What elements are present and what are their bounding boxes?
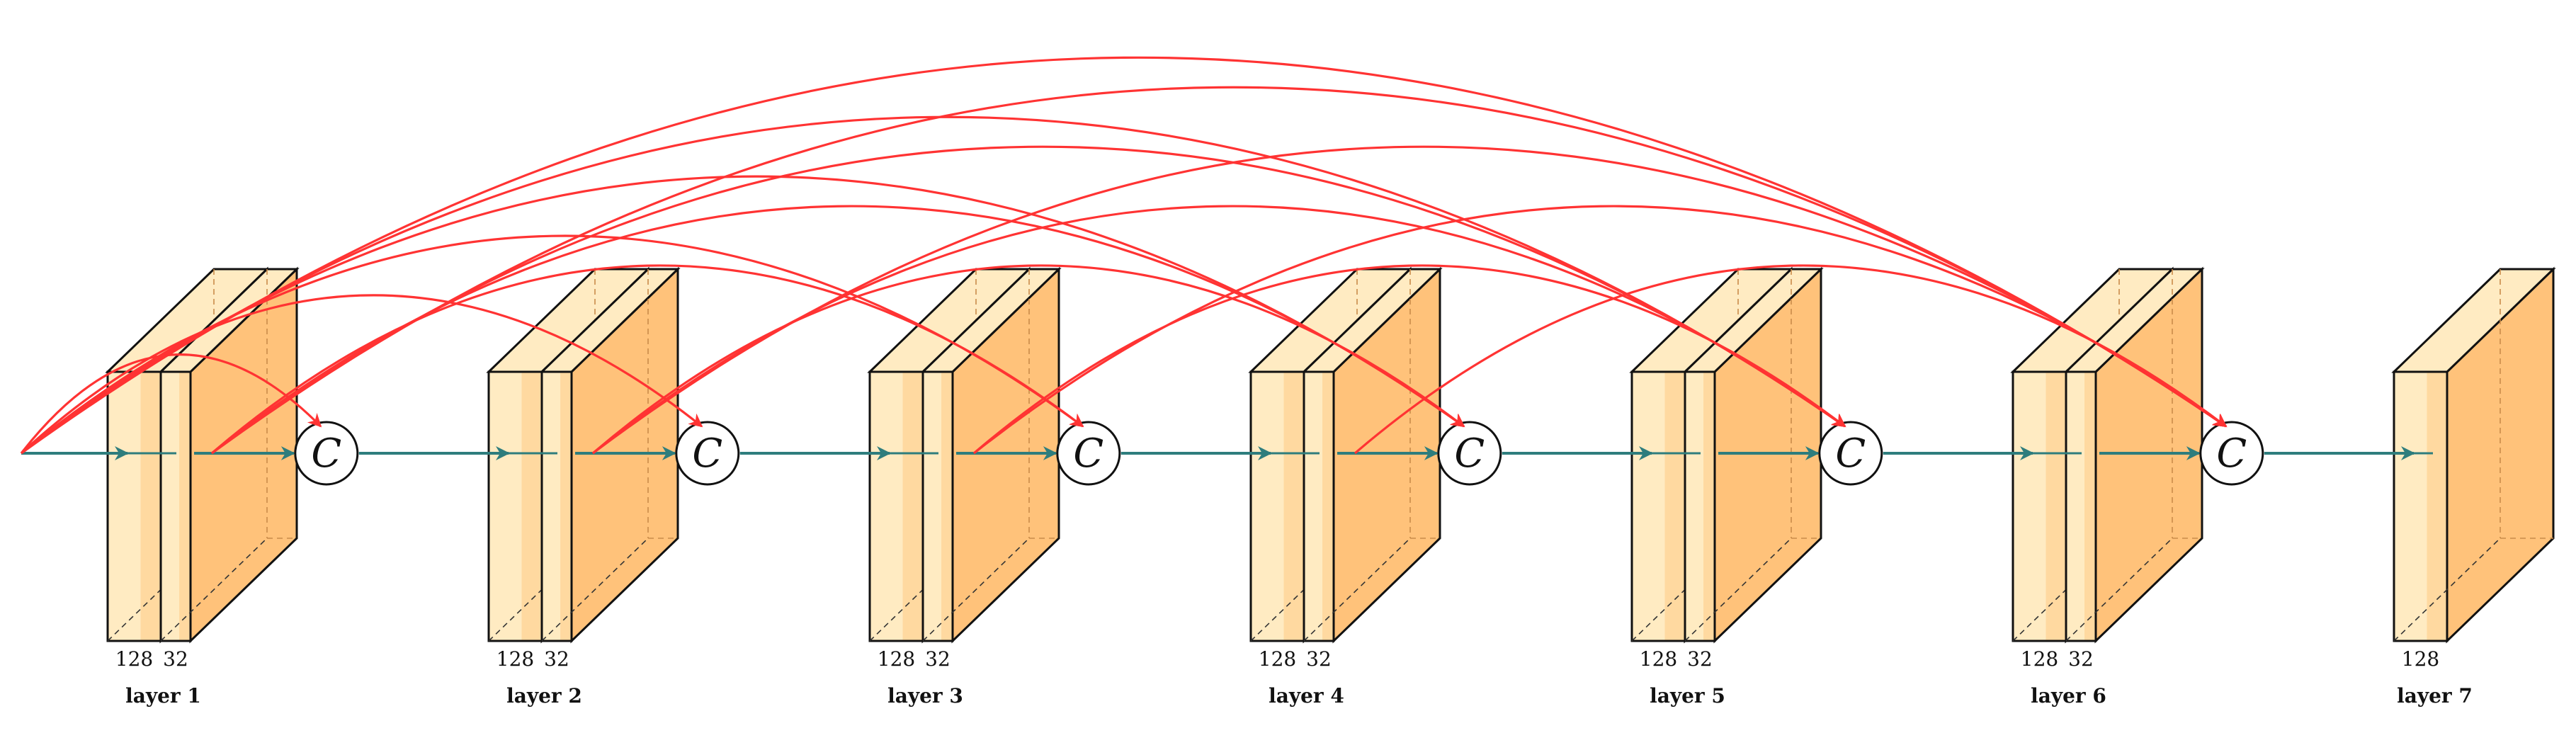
block-5-slab-2-front-band xyxy=(1703,372,1715,641)
concat-symbol-5: C xyxy=(1835,431,1866,477)
block-3-slab-2 xyxy=(920,266,1062,644)
skip-connections xyxy=(20,56,2228,455)
concat-node-5 xyxy=(1818,421,1883,486)
skip-connection-3-to-6 xyxy=(592,145,2228,455)
block-4-slab-2 xyxy=(1301,266,1443,644)
block-3-slab-2-front-band xyxy=(941,372,953,641)
block-5-slab-1-front-band xyxy=(1664,372,1685,641)
concat-symbol-6: C xyxy=(2216,431,2247,477)
block-1-slab-2-front-outline xyxy=(159,370,192,642)
skip-connection-3-to-4 xyxy=(591,264,1465,455)
block-1-slab-2-hidden-edge xyxy=(160,538,268,642)
block-1-slab-2 xyxy=(158,266,300,644)
concat-node-1 xyxy=(294,421,359,486)
skip-connection-1-to-6 xyxy=(21,56,2228,455)
block-5-slab-2-hidden-edge xyxy=(1684,538,1792,642)
block-6-slab-1-front-band xyxy=(2046,372,2066,641)
block-6-slab-2-hidden-edge xyxy=(2065,538,2173,642)
block-2-slab-2-hidden-edge xyxy=(541,538,649,642)
channel-label-6-2: 32 xyxy=(2068,647,2094,671)
skip-connection-2-to-3 xyxy=(210,264,1084,455)
block-4-slab-1-front-band xyxy=(1283,372,1304,641)
block-2-slab-1-front-band xyxy=(521,372,542,641)
concat-symbol-1: C xyxy=(311,431,341,477)
block-4-slab-2-hidden-edge xyxy=(1303,538,1411,642)
skip-connection-2-to-6 xyxy=(211,86,2228,455)
concat-symbol-4: C xyxy=(1454,431,1485,477)
channel-label-7-1: 128 xyxy=(2402,647,2439,671)
block-5-slab-2-front-outline xyxy=(1684,370,1716,642)
labels: 128 32 layer 1 128 32 layer 2 128 32 layer 3 128 3… xyxy=(115,647,2473,708)
block-4-slab-2-front-band xyxy=(1322,372,1334,641)
channel-label-2-2: 32 xyxy=(544,647,569,671)
skip-connection-5-to-6 xyxy=(1354,264,2228,455)
channel-label-6-1: 128 xyxy=(2021,647,2058,671)
concat-node-3 xyxy=(1056,421,1121,486)
skip-connection-1-to-1 xyxy=(20,353,322,454)
channel-label-4-2: 32 xyxy=(1306,647,1332,671)
channel-label-5-2: 32 xyxy=(1687,647,1713,671)
layer-blocks xyxy=(105,266,2556,644)
concat-symbol-3: C xyxy=(1073,431,1103,477)
block-3-slab-2-hidden-edge xyxy=(922,538,1030,642)
concat-node-2 xyxy=(675,421,740,486)
channel-label-1-1: 128 xyxy=(115,647,153,671)
channel-label-1-2: 32 xyxy=(163,647,188,671)
layer-label-3: layer 3 xyxy=(887,684,963,708)
layer-label-6: layer 6 xyxy=(2031,684,2106,708)
channel-label-3-2: 32 xyxy=(925,647,951,671)
layer-label-4: layer 4 xyxy=(1269,684,1344,708)
block-3-slab-1-front-band xyxy=(902,372,923,641)
skip-connection-4-to-5 xyxy=(972,264,1846,455)
layer-label-7: layer 7 xyxy=(2397,684,2473,708)
concat-node-4 xyxy=(1437,421,1502,486)
channel-label-3-1: 128 xyxy=(878,647,915,671)
concat-node-6 xyxy=(2199,421,2264,486)
block-6-slab-2-front-outline xyxy=(2065,370,2097,642)
block-3-slab-2-front-outline xyxy=(921,370,954,642)
block-7-slab-1 xyxy=(2391,266,2556,644)
layer-label-1: layer 1 xyxy=(125,684,201,708)
block-7-slab-1-hidden-edge xyxy=(2393,538,2501,642)
skip-connection-4-to-6 xyxy=(973,205,2228,455)
layer-label-5: layer 5 xyxy=(1650,684,1725,708)
block-6-slab-2-front-band xyxy=(2084,372,2096,641)
channel-label-4-1: 128 xyxy=(1259,647,1296,671)
concat-symbol-2: C xyxy=(692,431,722,477)
block-2-slab-2-front-band xyxy=(560,372,572,641)
block-4-slab-2-front-outline xyxy=(1303,370,1335,642)
layer-label-2: layer 2 xyxy=(506,684,582,708)
block-2-slab-2-front-outline xyxy=(540,370,573,642)
block-7-slab-1-front-band xyxy=(2427,372,2447,641)
skip-connection-1-to-2 xyxy=(20,294,703,455)
block-7-slab-1-front-outline xyxy=(2393,370,2449,642)
block-1-slab-2-front-band xyxy=(179,372,191,641)
block-1-slab-1-front-band xyxy=(140,372,161,641)
channel-label-2-1: 128 xyxy=(497,647,534,671)
channel-label-5-1: 128 xyxy=(1640,647,1677,671)
